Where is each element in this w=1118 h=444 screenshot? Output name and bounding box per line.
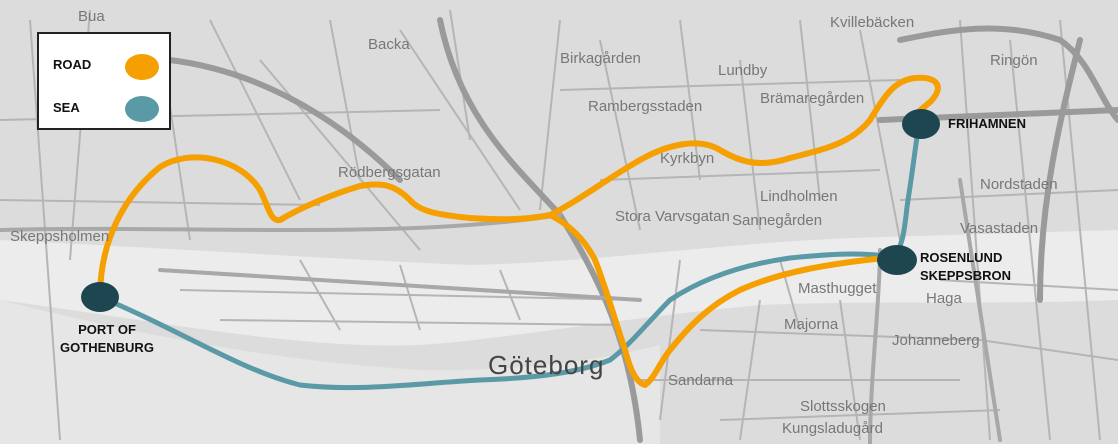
place-label-bua: Bua: [78, 8, 105, 25]
place-label-majorna: Majorna: [784, 316, 839, 333]
rosenlund-label-line1: ROSENLUND: [920, 250, 1003, 265]
rosenlund-node: [877, 245, 917, 275]
harbor-water: [0, 300, 660, 444]
sea-route: [97, 127, 921, 391]
map-legend: ROAD SEA: [37, 32, 171, 130]
place-label-ringon: Ringön: [990, 52, 1038, 69]
place-label-skeppsholmen: Skeppsholmen: [10, 228, 110, 245]
place-label-kvillebacken: Kvillebäcken: [830, 14, 915, 31]
place-label-kyrkbyn: Kyrkbyn: [660, 150, 715, 167]
frihamnen-label: FRIHAMNEN: [948, 116, 1026, 131]
road-route-south: [547, 212, 898, 388]
place-label-rambergsstaden: Rambergsstaden: [588, 98, 703, 115]
place-label-grod: Backa: [368, 36, 410, 53]
port-of-gothenburg-node: [81, 282, 119, 312]
minor-roads: [0, 178, 1002, 444]
place-label-vasastaden: Vasastaden: [960, 220, 1039, 237]
legend-road-swatch: [125, 54, 159, 80]
place-label-birkagarden: Birkagården: [560, 50, 641, 67]
place-label-lundby: Lundby: [718, 62, 768, 79]
place-label-masthugget: Masthugget: [798, 280, 877, 297]
place-label-nordstaden: Nordstaden: [980, 176, 1058, 193]
port-label-line1: PORT OF: [78, 322, 136, 337]
place-label-johanneberg: Johanneberg: [892, 332, 980, 349]
road-route: [97, 74, 941, 300]
rosenlund-label-line2: SKEPPSBRON: [920, 268, 1012, 283]
port-label-line2: GOTHENBURG: [60, 340, 154, 355]
place-label-redbergslid: Rödbergsgatan: [338, 164, 441, 181]
street-network: [0, 9, 1118, 441]
place-label-haga: Haga: [926, 290, 962, 307]
legend-road-label: ROAD: [53, 57, 92, 72]
place-label-sandarna: Sandarna: [668, 372, 734, 389]
frihamnen-node: [902, 109, 940, 139]
legend-sea-label: SEA: [53, 100, 80, 115]
place-label-stadsvarvet: Stora Varvsgatan: [615, 208, 730, 225]
place-label-bramaregarden: Brämaregården: [760, 90, 865, 107]
place-label-sannegarden: Sannegården: [732, 212, 823, 229]
river-water: [0, 230, 1118, 346]
city-label-goteborg: Göteborg: [488, 350, 605, 380]
place-label-slottsskogen: Slottsskogen: [800, 398, 886, 415]
place-label-lindholmen: Lindholmen: [760, 188, 838, 205]
place-label-kungsladugard: Kungsladugård: [782, 420, 883, 437]
legend-sea-swatch: [125, 96, 159, 122]
